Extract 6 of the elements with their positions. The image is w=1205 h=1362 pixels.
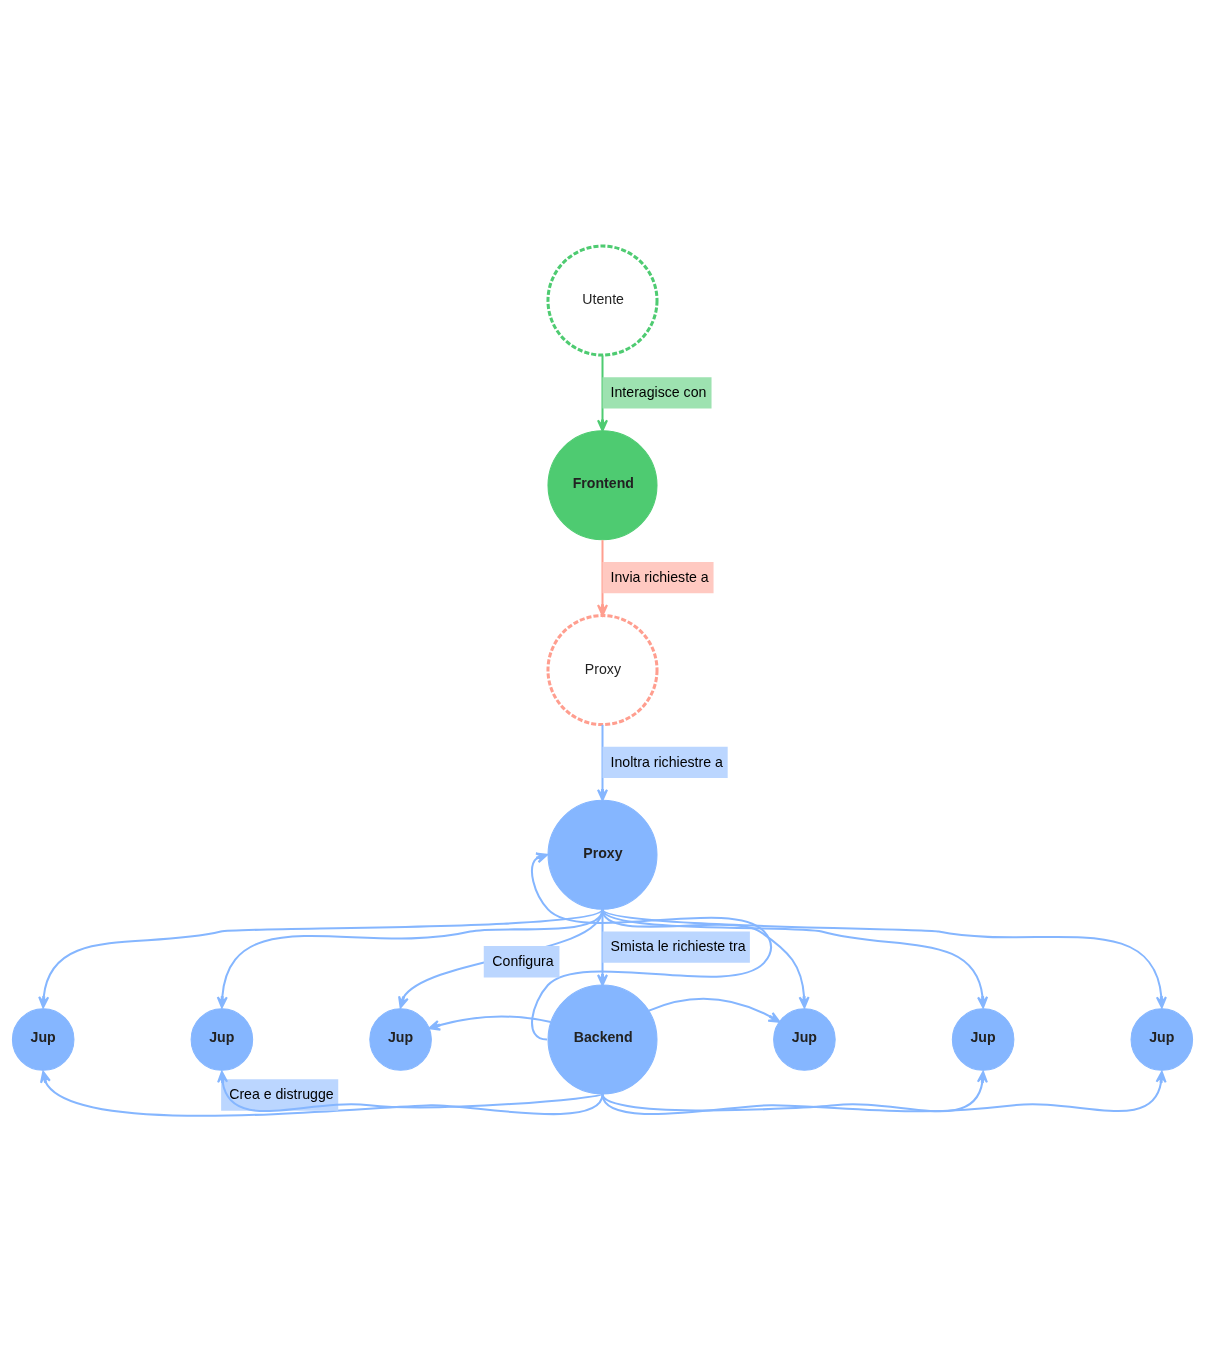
edge-label: Inoltra richiestre a bbox=[610, 753, 723, 770]
edge-label: Smista le richieste tra bbox=[610, 938, 746, 955]
edge-label: Interagisce con bbox=[610, 384, 707, 401]
edge-label: Invia richieste a bbox=[610, 568, 709, 585]
edge-label: Configura bbox=[492, 953, 554, 970]
edge-label: Crea e distrugge bbox=[229, 1086, 334, 1103]
